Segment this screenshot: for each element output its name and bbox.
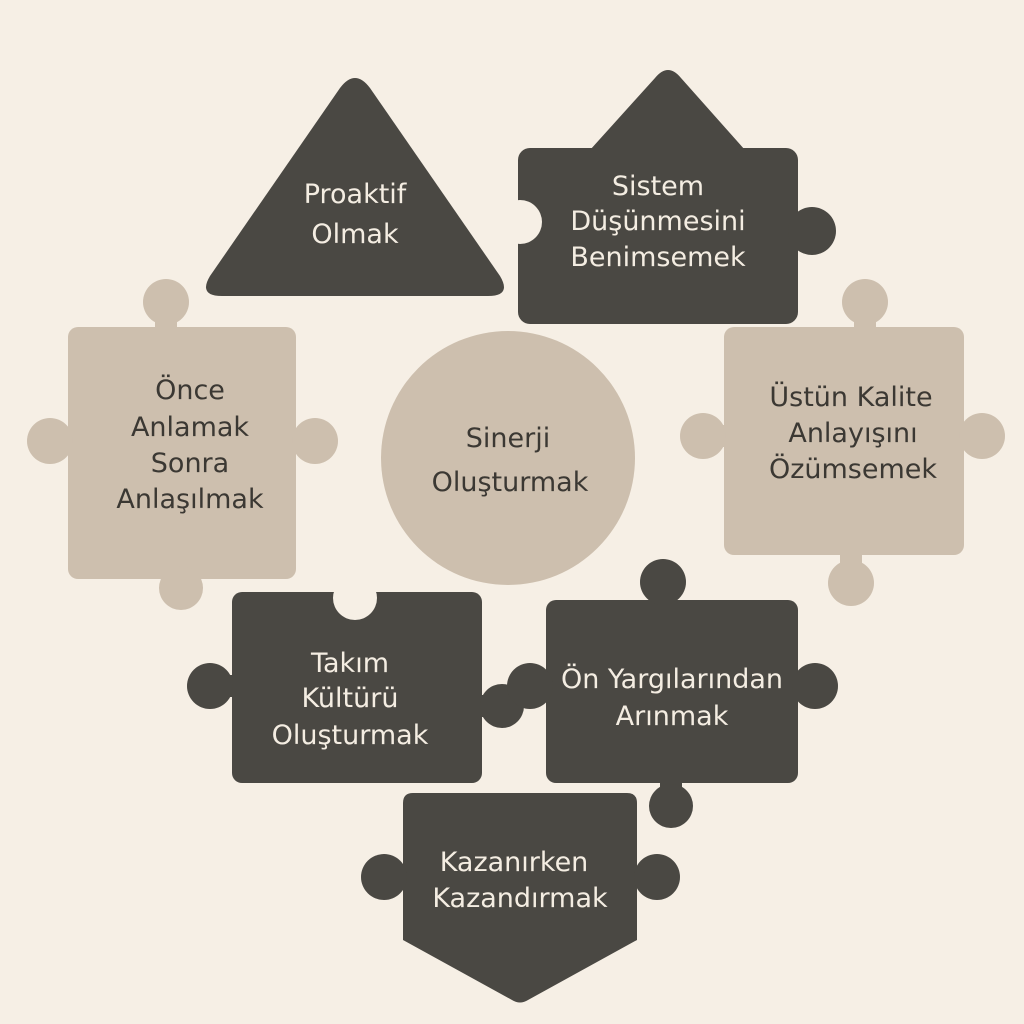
piece-label: Kültürü [302,683,399,714]
piece-label: Oluşturmak [272,720,429,751]
piece-label: Takım [310,648,389,679]
piece-takim: Takım Kültürü Oluşturmak [187,576,524,783]
piece-on-yargi: Ön Yargılarından Arınmak [507,559,838,828]
piece-ustun: Üstün Kalite Anlayışını Özümsemek [680,279,1005,606]
piece-label: Anlaşılmak [116,484,264,515]
center-label: Oluşturmak [432,467,589,498]
piece-proaktif: Proaktif Olmak [206,78,504,296]
piece-label: Proaktif [304,179,408,210]
piece-label: Kazandırmak [432,883,608,914]
piece-kazanirken: Kazanırken Kazandırmak [361,793,680,1003]
piece-label: Anlayışını [788,418,917,449]
piece-label: Benimsemek [570,242,746,273]
piece-once: Önce Anlamak Sonra Anlaşılmak [27,279,338,610]
piece-label: Kazanırken [440,847,589,878]
piece-label: Olmak [311,219,399,250]
piece-label: Sonra [151,448,229,479]
piece-label: Düşünmesini [570,206,745,237]
piece-label: Arınmak [616,701,729,732]
piece-label: Ön Yargılarından [561,663,783,695]
piece-sistem: Sistem Düşünmesini Benimsemek [498,70,836,324]
center-sinerji: Sinerji Oluşturmak [381,331,635,585]
center-label: Sinerji [466,423,550,454]
piece-label: Özümsemek [769,453,937,485]
piece-label: Önce [155,374,225,406]
piece-label: Sistem [612,171,704,202]
piece-label: Anlamak [131,412,249,443]
piece-label: Üstün Kalite [769,381,932,413]
